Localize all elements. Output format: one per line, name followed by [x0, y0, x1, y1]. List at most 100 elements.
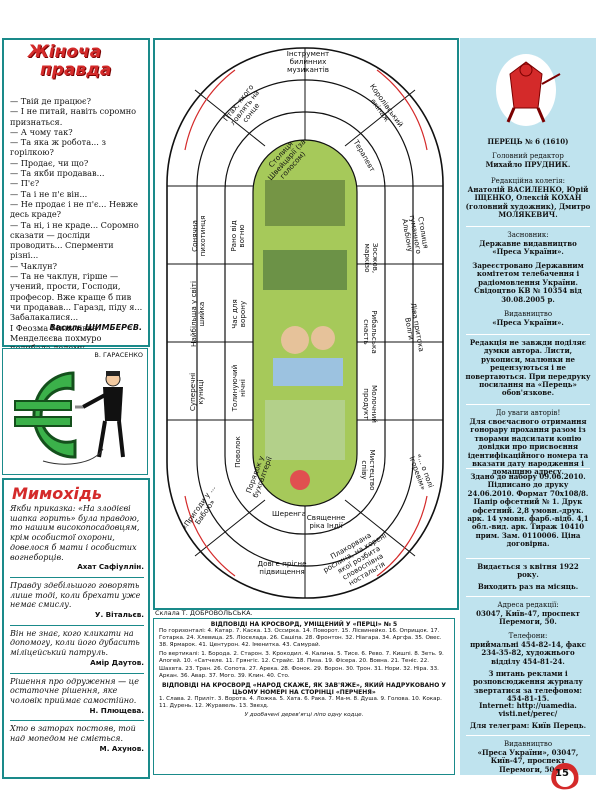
dialogue-line: — П'є?: [10, 178, 40, 189]
address-label: Адреса редакції:: [497, 601, 559, 609]
title-line-2: правда: [40, 60, 112, 80]
chief-editor-name: Михайло ПРУДНИК.: [485, 160, 571, 169]
dialogue-line: — А чому так?: [10, 126, 73, 137]
aphorism-author: Ахат Сафіуллін.: [77, 562, 144, 572]
divider: [466, 558, 590, 559]
crossword-clue: Суперечні куниці: [188, 372, 205, 412]
dialogue-text: — Твій де працює? — І не питай, навіть с…: [10, 96, 144, 353]
aphorism-text: Рішення про одруження — це остаточне ріш…: [10, 676, 139, 705]
crossword-clue: Толинуючий нічні: [230, 364, 247, 412]
aphorism-author: Амір Даутов.: [90, 657, 144, 667]
aphorism-author: Н. Плющева.: [89, 705, 144, 715]
center-column: Інструмент билинних музикантів Птах, яко…: [153, 38, 459, 775]
crossword-clue: Поволок: [233, 436, 242, 468]
aphorism-text: Якби приказка: «На злодієві шапка горить…: [10, 504, 140, 562]
editorial-notice: Редакція не завжди поділяє думки автора.…: [465, 338, 591, 398]
publisher-label: Видавництво: [503, 310, 553, 318]
crossword-clue: Рибальська снасть: [362, 310, 379, 354]
crossword-frame: Інструмент билинних музикантів Птах, яко…: [153, 38, 459, 610]
published-since: Видається з квітня 1922 року.: [477, 562, 579, 580]
answers-heading-2: ВІДПОВІДІ НА КРОСВОРД «НАРОД СКАЖЕ, ЯК З…: [161, 681, 447, 696]
aphorism-author: М. Ахунов.: [99, 743, 144, 753]
answers-second: 1. Слава. 2. Приліт. 3. Ворота. 4. Ложка…: [159, 695, 442, 710]
publisher: «Преса України».: [492, 318, 564, 327]
phones-label: Телефони:: [508, 632, 548, 640]
chief-editor-label: Головний редактор: [492, 152, 564, 160]
page-number-badge-icon: [551, 763, 579, 790]
crossword-clue: Час для ворону: [230, 299, 247, 329]
divider: [10, 624, 144, 626]
frequency: Виходить раз на місяць.: [477, 582, 579, 591]
answers-heading-1: ВІДПОВІДІ НА КРОСВОРД, УМІЩЕНИЙ У «ПЕРЦІ…: [210, 621, 398, 628]
authors-label: До уваги авторів!: [495, 409, 561, 417]
dialogue-line: — Та яка ж робота... з горілкою?: [10, 137, 106, 158]
imprint-column: ПЕРЕЦЬ № 6 (1610) Головний редактор Миха…: [460, 38, 596, 775]
crossword-clue: Сонячна пихотинця: [190, 215, 207, 257]
aphorism-text: Хто в заторах постояв, той над мопедом н…: [10, 724, 136, 744]
crossword-answers: ВІДПОВІДІ НА КРОСВОРД, УМІЩЕНИЙ У «ПЕРЦІ…: [153, 618, 455, 775]
divider: [466, 226, 590, 227]
crossword-clue: Інструмент билинних музикантів: [286, 49, 330, 74]
crossword-clue: Священне ріка Індії: [306, 513, 346, 530]
euro-cartoon-credit: В. ГАРАСЕНКО: [94, 351, 143, 359]
registration: Зареєстровано Державним комітетом телеба…: [472, 261, 584, 304]
dialogue-line: — Не продає і не п'є... Невже десь краде…: [10, 198, 138, 220]
crossword-clue: Довге прісне підвищення: [257, 559, 307, 576]
euro-drill-illustration: [14, 371, 125, 465]
founder-label: Засновник:: [507, 231, 549, 239]
dialogue-line: — Чаклун?: [10, 260, 57, 271]
dialogue-line: — І не питай, навіть соромно признаться.: [10, 106, 137, 127]
dialogue-line: — Та якби продавав...: [10, 168, 105, 179]
internet-address: Internet: http://uamedia. visti.net/pere…: [479, 701, 577, 719]
answers-vertical: По вертикалі: 1. Борода. 2. Старон. 3. К…: [159, 651, 444, 679]
issue-number: ПЕРЕЦЬ № 6 (1610): [487, 137, 569, 146]
divider: [10, 720, 144, 722]
answers-footer: У дообачені дерев'ягці ліпо одну кодце.: [244, 712, 364, 719]
zhinocha-pravda-box: Жіноча правда — Твій де працює? — І не п…: [2, 38, 150, 353]
crossword-track: [166, 47, 444, 599]
crossword-clue: Молочний продукт: [362, 385, 379, 423]
dialogue-line: — Та і не п'є він...: [10, 188, 88, 199]
dialogue-line: — Та ні, і не краде... Соромно сказати —…: [10, 219, 139, 261]
dialogue-line: — Продає, чи що?: [10, 157, 89, 168]
divider: [466, 596, 590, 597]
crossword-clue: Шеренга: [272, 509, 306, 518]
dialogue-author: Василь ШИМБЕРЄВ.: [49, 323, 142, 332]
dialogue-line: — Та не чаклун, гірше — учений, прости, …: [10, 271, 143, 323]
phones: приймальні 454-82-14, факс 234-35-82, ху…: [470, 640, 586, 666]
aphorism-author: У. Вітальєв.: [94, 610, 144, 620]
page-number: 15: [555, 768, 569, 779]
board-label: Редакційна колегія:: [490, 177, 566, 185]
answers-horizontal: По горизонталі: 4. Катар. 7. Каска. 13. …: [159, 628, 442, 649]
aphorism-text: Правду здебільшого говорять лише тоді, к…: [10, 580, 141, 610]
divider: [466, 468, 590, 469]
crossword-credit: Склала Т. ДОБРОВОЛЬСЬКА.: [155, 609, 253, 617]
crossword-clue: Зосжов, маркізо: [363, 242, 380, 274]
aphorisms-list: Якби приказка: «На злодієві шапка горить…: [10, 504, 144, 758]
divider: [10, 672, 144, 674]
address: 03047, Київ-47, проспект Перемоги, 50.: [476, 609, 580, 627]
mimohid-box: Мимохідь Якби приказка: «На злодієві шап…: [2, 478, 150, 779]
printed-by-label: Видавництво: [503, 740, 553, 748]
euro-cartoon: В. ГАРАСЕНКО: [2, 348, 148, 475]
crossword-clue: Найбільша у світі шийка: [189, 281, 206, 347]
authors-notice: Для своєчасного отримання гонорару проха…: [467, 417, 589, 477]
divider: [10, 576, 144, 578]
title-line-1: Жіноча: [28, 42, 102, 62]
board-members: Анатолій ВАСИЛЕНКО, Юрій ІЩЕНКО, Олексій…: [465, 185, 591, 220]
crossword-clue: Мистецтво співу: [360, 449, 377, 491]
divider: [466, 334, 590, 335]
divider: [466, 735, 590, 736]
mimohid-title: Мимохідь: [12, 484, 103, 503]
telegram: Для телеграм: Київ Перець.: [469, 721, 587, 730]
founder: Державне видавництво «Преса України».: [479, 239, 577, 257]
divider: [466, 404, 590, 405]
left-column: Жіноча правда — Твій де працює? — І не п…: [0, 38, 150, 779]
zhinocha-pravda-title: Жіноча правда: [28, 43, 138, 87]
aphorism-text: Він не знає, кого кликати на допомогу, к…: [10, 628, 140, 658]
crossword-clue: Рано від вогню: [229, 220, 246, 252]
print-details: Здано до набору 09.06.2010. Підписано до…: [467, 472, 589, 549]
dialogue-line: — Твій де працює?: [10, 96, 91, 106]
cossack-logo-icon: [496, 54, 561, 126]
